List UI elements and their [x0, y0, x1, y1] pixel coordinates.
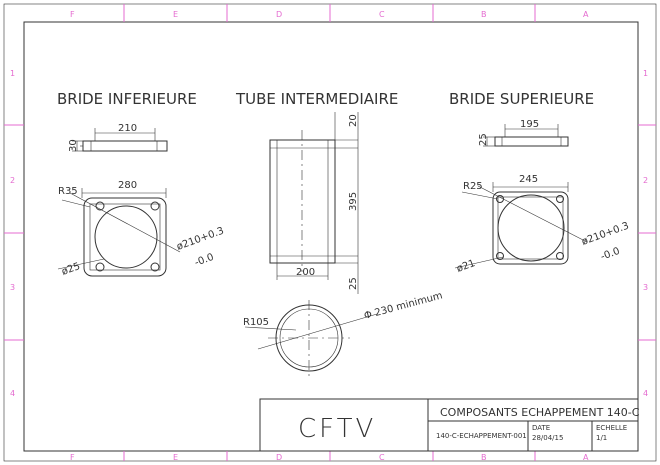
zone-letter-top: D: [276, 10, 282, 19]
bride-inferieure-top-view: [57, 188, 181, 277]
tube-section-view: [244, 300, 378, 377]
outer-border: [3, 3, 657, 462]
zone-number-left: 1: [10, 69, 15, 78]
tube-side-view: [269, 112, 359, 294]
scale-label: ECHELLE: [596, 424, 627, 432]
drawing-reference: 140-C-ECHAPPEMENT-001: [436, 432, 527, 440]
bride-superieure-side-view: [483, 124, 569, 147]
dim-bride-inf-r35: R35: [58, 186, 78, 197]
dim-tube-395: 395: [348, 192, 359, 211]
bride-superieure-top-view: [454, 182, 588, 269]
zone-number-right: 4: [643, 389, 648, 398]
zone-number-left: 2: [10, 176, 15, 185]
drawing-title: COMPOSANTS ECHAPPEMENT 140-C: [440, 406, 640, 419]
dim-bride-sup-r25: R25: [463, 181, 483, 192]
zone-number-left: 4: [10, 389, 15, 398]
zone-letter-bottom: F: [70, 453, 75, 462]
dim-bride-sup-25: 25: [478, 133, 489, 146]
zone-letter-top: E: [173, 10, 178, 19]
zone-number-right: 3: [643, 283, 648, 292]
view-title-tube-intermediaire: TUBE INTERMEDIAIRE: [235, 90, 398, 108]
dim-bride-inf-hole: ø25: [60, 261, 81, 278]
zone-markers: [4, 4, 656, 461]
zone-letter-bottom: B: [481, 453, 487, 462]
zone-letter-bottom: D: [276, 453, 282, 462]
zone-letter-bottom: A: [583, 453, 589, 462]
dim-bride-sup-195: 195: [520, 119, 539, 130]
bride-inferieure-side-view: [72, 128, 168, 152]
date-value: 28/04/15: [532, 434, 563, 442]
date-label: DATE: [532, 424, 550, 432]
dim-bride-inf-210: 210: [118, 123, 137, 134]
title-block: [259, 398, 639, 452]
dim-bride-sup-hole: ø21: [455, 258, 476, 275]
dim-tube-20: 20: [348, 114, 359, 127]
dim-bride-sup-bore-2: -0.0: [599, 246, 621, 263]
dim-tube-25: 25: [348, 277, 359, 290]
dim-bride-inf-bore-2: -0.0: [193, 252, 215, 269]
company-logo-text: CFTV: [298, 414, 376, 444]
zone-letter-top: C: [379, 10, 385, 19]
dim-bride-inf-280: 280: [118, 180, 137, 191]
zone-letter-bottom: E: [173, 453, 178, 462]
zone-letter-top: F: [70, 10, 75, 19]
zone-letter-bottom: C: [379, 453, 385, 462]
dim-bride-sup-bore-1: ø210+0.3: [580, 221, 630, 248]
zone-number-right: 2: [643, 176, 648, 185]
zone-letter-top: B: [481, 10, 487, 19]
dim-tube-r105: R105: [243, 317, 269, 328]
zone-number-right: 1: [643, 69, 648, 78]
inner-border: [23, 21, 639, 452]
dim-bride-inf-bore-1: ø210+0.3: [175, 226, 225, 253]
dim-tube-230-min: Φ 230 minimum: [363, 290, 444, 322]
dim-bride-sup-245: 245: [519, 174, 538, 185]
view-title-bride-superieure: BRIDE SUPERIEURE: [449, 90, 594, 108]
zone-number-left: 3: [10, 283, 15, 292]
dim-tube-200: 200: [296, 267, 315, 278]
dim-bride-inf-30: 30: [68, 139, 79, 152]
zone-letter-top: A: [583, 10, 589, 19]
scale-value: 1/1: [596, 434, 607, 442]
view-title-bride-inferieure: BRIDE INFERIEURE: [57, 90, 197, 108]
